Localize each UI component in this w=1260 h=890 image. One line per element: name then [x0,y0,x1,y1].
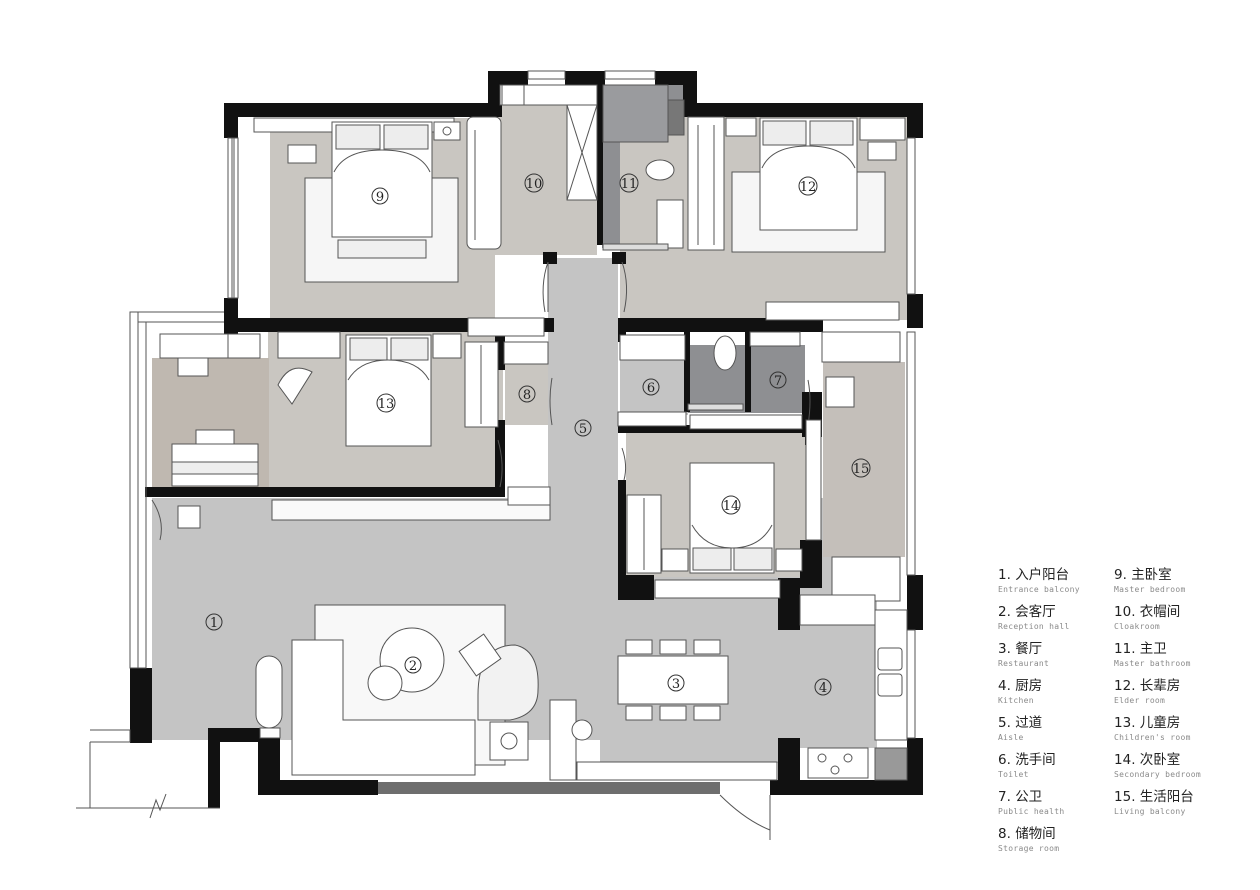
svg-text:15: 15 [853,462,870,477]
room-label-15: 15 [851,458,871,478]
svg-text:2: 2 [409,659,417,674]
svg-text:12: 12 [800,180,817,195]
svg-text:4: 4 [819,681,827,696]
svg-text:8: 8 [523,388,531,403]
room-label-12: 12 [798,176,818,196]
room-label-11: 11 [619,173,639,193]
room-label-8: 8 [518,385,536,403]
floor-kitchen [800,620,877,748]
room-numbers: 1 2 3 4 5 6 7 8 9 10 11 12 13 14 15 [205,173,871,696]
svg-text:1: 1 [210,616,218,631]
room-label-7: 7 [769,371,787,389]
room-label-6: 6 [642,378,660,396]
walls [130,71,923,808]
furniture [159,84,908,781]
svg-text:7: 7 [774,374,782,389]
room-label-1: 1 [205,613,223,631]
dining-table [617,655,729,705]
coffee-table-small [367,665,403,701]
svg-text:5: 5 [579,422,587,437]
svg-text:14: 14 [723,499,740,514]
floor-storage [505,360,548,425]
floor-aisle [548,258,618,503]
room-label-3: 3 [667,674,685,692]
svg-text:6: 6 [647,381,655,396]
svg-text:13: 13 [378,397,395,412]
svg-text:10: 10 [526,177,543,192]
windows [76,70,916,840]
svg-text:3: 3 [672,677,680,692]
room-label-4: 4 [814,678,832,696]
sofa-master [466,116,502,250]
toilet-public [713,335,737,371]
room-label-2: 2 [404,656,422,674]
room-label-13: 13 [376,393,396,413]
room-label-10: 10 [524,173,544,193]
toilet-master [645,159,675,181]
room-label-5: 5 [574,419,592,437]
svg-text:11: 11 [621,177,638,192]
room-label-14: 14 [721,495,741,515]
sofa-l-shape [291,639,476,776]
room-label-9: 9 [371,187,389,205]
svg-text:9: 9 [376,190,384,205]
chair-children [277,367,313,405]
